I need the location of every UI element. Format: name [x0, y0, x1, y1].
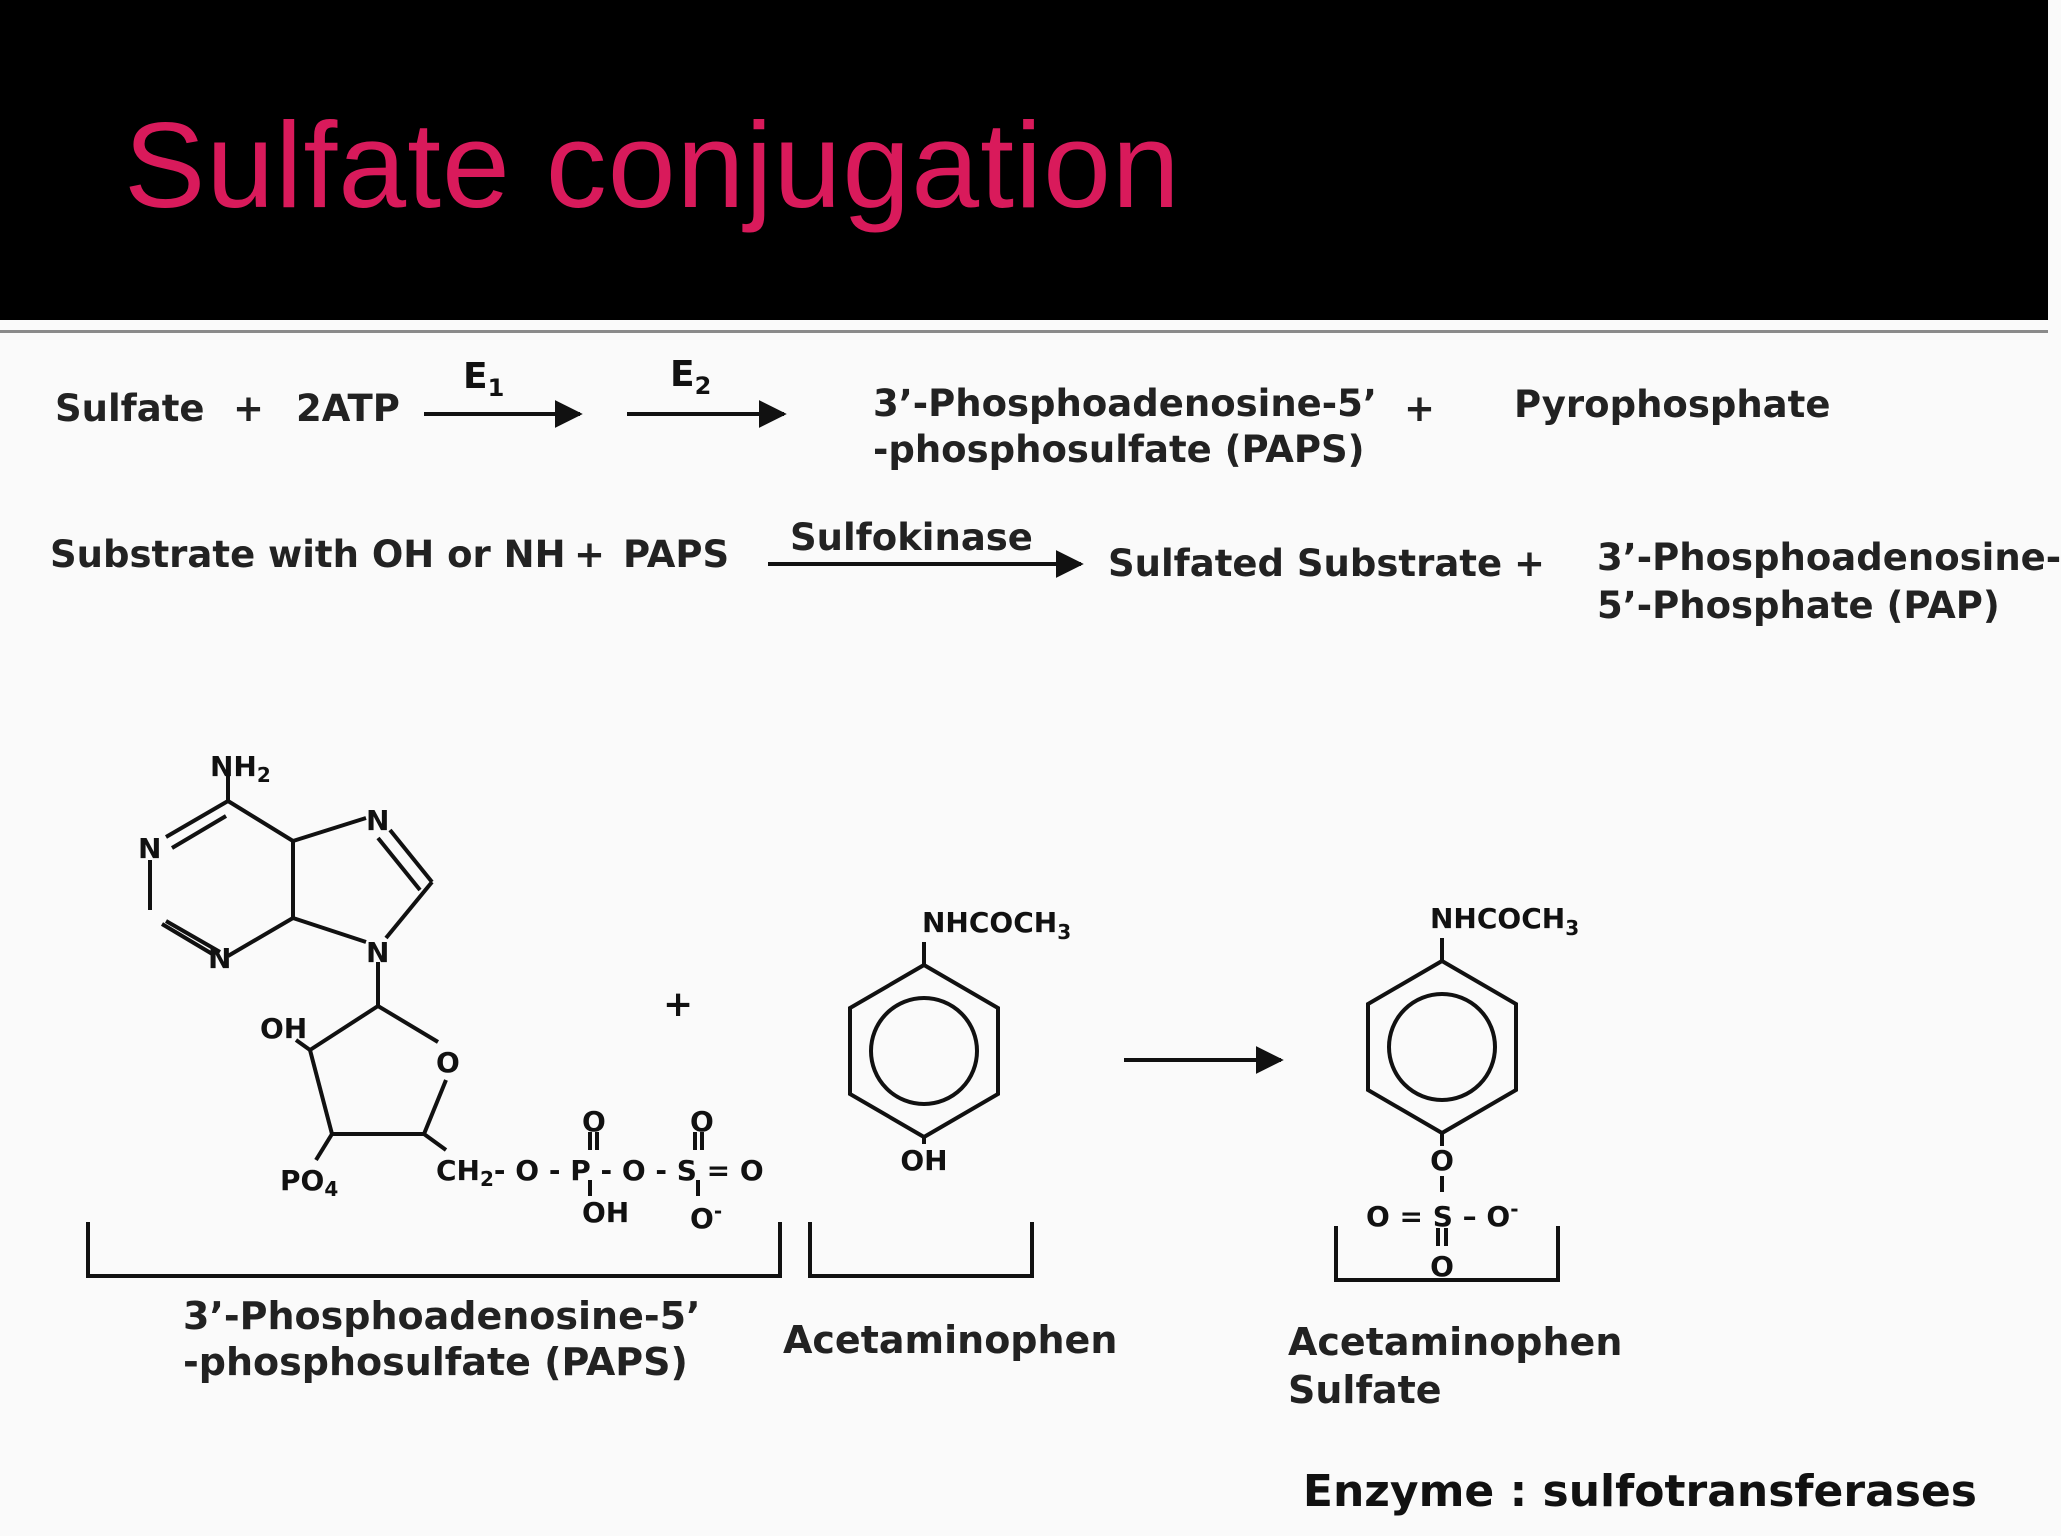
reaction2-sulfokinase: Sulfokinase	[790, 516, 1033, 559]
reaction2-sulfated-substrate: Sulfated Substrate	[1108, 542, 1503, 585]
reaction1-pyrophosphate: Pyrophosphate	[1514, 383, 1831, 426]
acetaminophen-oh: OH	[900, 1144, 947, 1177]
acetaminophen-bracket	[808, 1222, 1034, 1278]
acetaminophen-sulfate-structure	[1366, 938, 1518, 1246]
svg-text:O-: O-	[690, 1199, 722, 1235]
svg-text:PO4: PO4	[280, 1164, 338, 1201]
acetaminophen-nhcoch3: NHCOCH3	[922, 906, 1071, 944]
acetaminophen-sulfate-bottom-o: O	[1430, 1250, 1454, 1283]
reaction2-pap-line1: 3’-Phosphoadenosine-	[1597, 536, 2061, 579]
svg-text:E1: E1	[463, 356, 504, 402]
paps-structure	[148, 773, 704, 1196]
acetaminophen-sulfate-o: O	[1430, 1144, 1454, 1177]
reaction2-plus: +	[574, 533, 606, 576]
reaction2-pap-line2: 5’-Phosphate (PAP)	[1597, 584, 2000, 627]
svg-text:E2: E2	[670, 354, 711, 400]
paps-label-line2: -phosphosulfate (PAPS)	[183, 1340, 688, 1384]
structures-plus: +	[663, 984, 693, 1025]
svg-text:CH2- O - P - O - S = O: CH2- O - P - O - S = O	[436, 1154, 764, 1191]
reaction1-arrow-e1: E1	[424, 356, 583, 428]
slide-header: Sulfate conjugation	[0, 0, 2048, 320]
reaction1-arrow-e2: E2	[627, 354, 787, 428]
reaction1-paps-line2: -phosphosulfate (PAPS)	[873, 428, 1365, 471]
paps-atom-labels: NH2 N N N N OH O PO4 CH2- O - P - O - S …	[138, 750, 764, 1235]
acetaminophen-label: Acetaminophen	[783, 1318, 1118, 1362]
acetaminophen-sulfate-label-line2: Sulfate	[1288, 1368, 1442, 1412]
paps-bracket	[86, 1222, 782, 1278]
reaction2-substrate: Substrate with OH or NH	[50, 533, 566, 576]
ribose-oh: OH	[260, 1012, 307, 1045]
reaction2-plus2: +	[1514, 542, 1546, 585]
reaction1-sulfate: Sulfate	[55, 387, 205, 430]
adenine-n9: N	[366, 936, 389, 969]
sulfate-top-o: O	[690, 1105, 714, 1138]
acetaminophen-sulfate-nhcoch3: NHCOCH3	[1430, 902, 1579, 940]
reaction1-atp: 2ATP	[296, 387, 400, 430]
acetaminophen-sulfate-bracket	[1334, 1226, 1560, 1282]
ribose-o: O	[436, 1046, 460, 1079]
acetaminophen-structure	[848, 942, 1000, 1144]
acetaminophen-sulfate-label-line1: Acetaminophen	[1288, 1320, 1623, 1364]
paps-label-line1: 3’-Phosphoadenosine-5’	[183, 1294, 701, 1338]
slide-title: Sulfate conjugation	[124, 97, 1181, 233]
acetaminophen-sulfate-group: O = S – O-	[1366, 1197, 1519, 1233]
reaction1-paps-line1: 3’-Phosphoadenosine-5’	[873, 382, 1377, 425]
reaction2-paps: PAPS	[623, 533, 730, 576]
phosphate-oh: OH	[582, 1196, 629, 1229]
adenine-n7: N	[366, 804, 389, 837]
reaction1-plus: +	[233, 387, 265, 430]
adenine-n3: N	[208, 942, 231, 975]
adenine-n1: N	[138, 832, 161, 865]
enzyme-note: Enzyme : sulfotransferases	[1302, 1466, 1977, 1517]
header-divider	[0, 330, 2048, 333]
reaction1-plus2: +	[1404, 387, 1436, 430]
phosphate-top-o: O	[582, 1105, 606, 1138]
svg-text:NH2: NH2	[210, 750, 271, 787]
